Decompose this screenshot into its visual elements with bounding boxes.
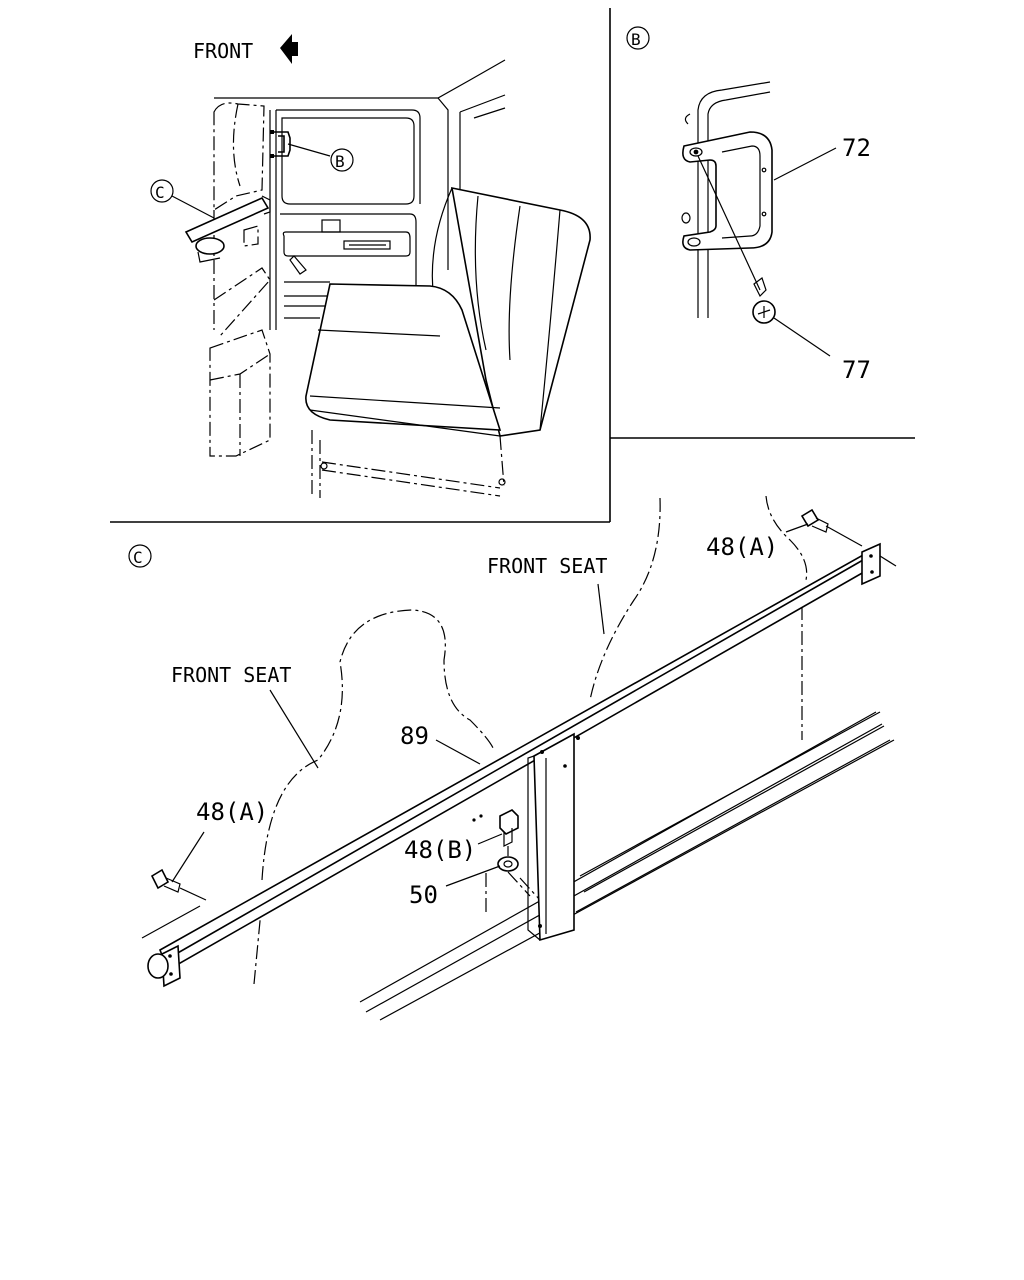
panel-frame	[110, 8, 915, 523]
detail-c-view: C	[128, 495, 897, 1021]
front-arrow-icon	[280, 34, 298, 64]
front-seat-label-right: FRONT SEAT	[487, 554, 607, 578]
part-48b-label: 48(B)	[404, 836, 476, 864]
callout-b: B	[335, 152, 345, 171]
part-50-label: 50	[409, 881, 438, 909]
part-89-label: 89	[400, 722, 429, 750]
callout-c: C	[155, 183, 165, 202]
cab-interior-view: FRONT	[150, 34, 591, 498]
part-72-label: 72	[842, 134, 871, 162]
part-48a-label-left: 48(A)	[196, 798, 268, 826]
front-seat-label-left: FRONT SEAT	[171, 663, 291, 687]
front-label: FRONT	[193, 39, 253, 63]
detail-b-view: B 72 77	[626, 26, 871, 384]
detail-c-header: C	[133, 548, 143, 567]
part-48a-label-right: 48(A)	[706, 533, 778, 561]
detail-b-header: B	[631, 30, 641, 49]
part-77-label: 77	[842, 356, 871, 384]
